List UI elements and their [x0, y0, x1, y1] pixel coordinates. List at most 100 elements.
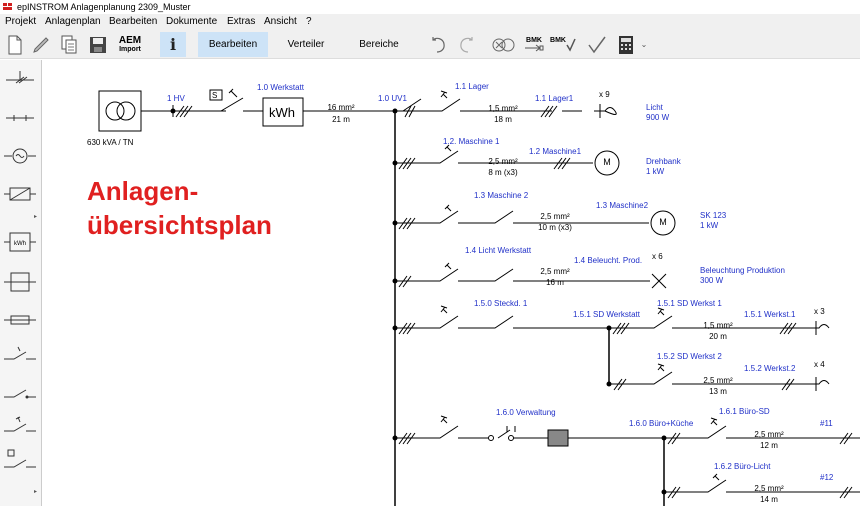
- sd1-count: x 3: [814, 307, 825, 316]
- lager-feeder-label: 1.1 Lager: [455, 82, 489, 91]
- menu-bar: Projekt Anlagenplan Bearbeiten Dokumente…: [0, 14, 860, 29]
- menu-dokumente[interactable]: Dokumente: [166, 16, 218, 27]
- info-label: i: [169, 35, 177, 54]
- palette-kwh-meter-icon[interactable]: kWh: [2, 227, 38, 257]
- m2-cable-len: 10 m (x3): [538, 223, 572, 232]
- tab-bereiche[interactable]: Bereiche: [359, 39, 399, 50]
- m1-cable-len: 8 m (x3): [488, 168, 518, 177]
- bmk-arrow-icon[interactable]: BMK: [522, 32, 546, 57]
- lw-device-label: 1.4 Beleucht. Prod.: [574, 256, 643, 265]
- menu-extras[interactable]: Extras: [227, 16, 256, 27]
- m2-feeder-label: 1.3 Maschine 2: [474, 191, 529, 200]
- lamp-icon[interactable]: [490, 32, 518, 57]
- diagram-title: Anlagen- übersichtsplan: [87, 174, 272, 242]
- palette-group-arrow-icon-2[interactable]: ▸: [34, 489, 38, 495]
- m1-motor-symbol: M: [603, 157, 611, 167]
- undo-icon[interactable]: [428, 32, 450, 57]
- main-cable-cs: 16 mm²: [327, 103, 355, 112]
- lw-count: x 6: [652, 252, 663, 261]
- aem-import-button[interactable]: AEM Import: [113, 32, 147, 57]
- sd-dist-label: 1.5.1 SD Werkstatt: [573, 310, 640, 319]
- aem-import-label: Import: [119, 45, 141, 53]
- redo-icon[interactable]: [455, 32, 477, 57]
- aem-label: AEM: [118, 34, 142, 46]
- m2-name: SK 123: [700, 211, 727, 220]
- werkstatt-label: 1.0 Werkstatt: [257, 83, 304, 92]
- title-bar: epINSTROM Anlagenplanung 2309_Muster: [0, 0, 860, 14]
- bmk-label-2: BMK: [550, 37, 566, 44]
- m1-name: Drehbank: [646, 157, 681, 166]
- palette-breaker-icon[interactable]: [2, 65, 38, 95]
- b2-device-label: #12: [820, 473, 834, 482]
- app-title: epINSTROM Anlagenplanung: [17, 2, 136, 12]
- lw-feeder-label: 1.4 Licht Werkstatt: [465, 246, 532, 255]
- sd2-cable-len: 13 m: [709, 387, 727, 396]
- copy-icon[interactable]: [58, 32, 80, 57]
- palette-fuse-icon[interactable]: [2, 305, 38, 335]
- check-icon[interactable]: [585, 32, 609, 57]
- menu-projekt[interactable]: Projekt: [5, 16, 37, 27]
- sd2-count: x 4: [814, 360, 825, 369]
- new-document-icon[interactable]: [5, 32, 25, 57]
- b1-feeder-label: 1.6.1 Büro-SD: [719, 407, 770, 416]
- menu-anlagenplan[interactable]: Anlagenplan: [45, 16, 101, 27]
- app-logo-icon: [3, 3, 12, 10]
- verwaltung-box: [547, 429, 569, 447]
- transformer-coil-2: [116, 101, 136, 121]
- b1-cable-cs: 2,5 mm²: [754, 430, 784, 439]
- diagram-title-line1: Anlagen-: [87, 176, 199, 206]
- tab-bearbeiten[interactable]: Bearbeiten: [198, 32, 268, 57]
- m2-cable-cs: 2,5 mm²: [540, 212, 570, 221]
- sd1-cable-len: 20 m: [709, 332, 727, 341]
- m1-device-label: 1.2 Maschine1: [529, 147, 582, 156]
- lw-cable-len: 16 m: [546, 278, 564, 287]
- switch-s-label: S: [212, 91, 218, 100]
- lager-cable-len: 18 m: [494, 115, 512, 124]
- document-title: 2309_Muster: [138, 2, 191, 12]
- diagram-canvas[interactable]: Anlagen- übersichtsplan 630 kVA / TN 1 H…: [43, 60, 860, 506]
- edit-icon[interactable]: [30, 32, 52, 57]
- palette-s-switch-icon[interactable]: [2, 445, 38, 475]
- palette-switch-icon[interactable]: [2, 339, 38, 369]
- sd1-feeder-label: 1.5.1 SD Werkst 1: [657, 299, 722, 308]
- m2-motor-symbol: M: [659, 217, 667, 227]
- palette-converter-icon[interactable]: [2, 179, 38, 209]
- diagram-title-line2: übersichtsplan: [87, 210, 272, 240]
- licht-power: 900 W: [646, 113, 670, 122]
- bmk-label-1: BMK: [526, 37, 542, 44]
- transformer-label: 630 kVA / TN: [87, 138, 134, 147]
- toolbar: AEM Import i Bearbeiten Verteiler Bereic…: [0, 29, 860, 59]
- menu-ansicht[interactable]: Ansicht: [264, 16, 297, 27]
- b2-cable-len: 14 m: [760, 495, 778, 504]
- toolbar-overflow-icon[interactable]: ⌄: [640, 40, 648, 49]
- palette-group-arrow-icon[interactable]: ▸: [34, 214, 38, 220]
- vw-dist-label: 1.6.0 Büro+Küche: [629, 419, 694, 428]
- palette-rcd-icon[interactable]: [2, 411, 38, 441]
- palette-generator-icon[interactable]: [2, 141, 38, 171]
- sd2-device-label: 1.5.2 Werkst.2: [744, 364, 796, 373]
- tab-verteiler[interactable]: Verteiler: [287, 39, 325, 50]
- lager-count: x 9: [599, 90, 610, 99]
- lager-device-label: 1.1 Lager1: [535, 94, 574, 103]
- menu-help[interactable]: ?: [306, 16, 312, 27]
- menu-bearbeiten[interactable]: Bearbeiten: [109, 16, 158, 27]
- m2-power: 1 kW: [700, 221, 719, 230]
- b1-device-label: #11: [820, 419, 833, 428]
- lw-power: 300 W: [700, 276, 724, 285]
- bmk-check-icon[interactable]: BMK: [550, 32, 576, 57]
- calculator-icon[interactable]: [615, 32, 637, 57]
- palette-box-icon[interactable]: [2, 267, 38, 297]
- palette-disconnector-icon[interactable]: [2, 377, 38, 407]
- main-cable-len: 21 m: [332, 115, 350, 124]
- sd1-cable-cs: 1,5 mm²: [703, 321, 733, 330]
- palette-junction-icon[interactable]: [2, 103, 38, 133]
- lw-name: Beleuchtung Produktion: [700, 266, 785, 275]
- save-icon[interactable]: [87, 32, 109, 57]
- m2-device-label: 1.3 Maschine2: [596, 201, 649, 210]
- diagram-svg: [98, 88, 860, 506]
- lw-cable-cs: 2,5 mm²: [540, 267, 570, 276]
- transformer-coil-1: [105, 101, 125, 121]
- info-icon[interactable]: i: [160, 32, 186, 57]
- symbol-palette: ▸ kWh ▸: [0, 60, 42, 506]
- lager-cable-cs: 1,5 mm²: [488, 104, 518, 113]
